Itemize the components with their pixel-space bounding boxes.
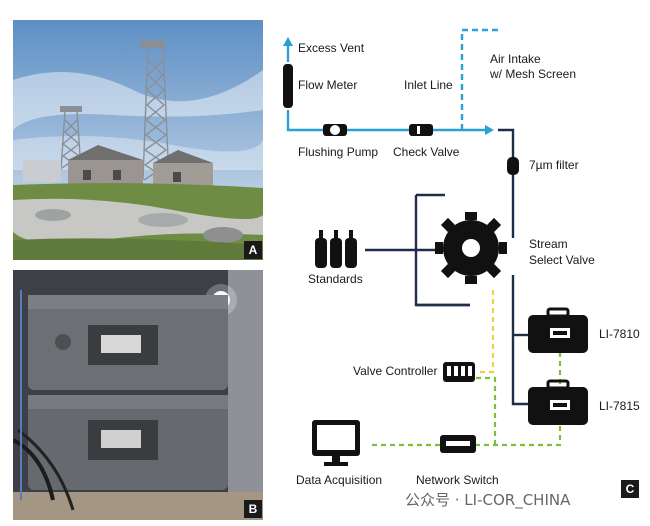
label-inlet-line: Inlet Line (404, 78, 453, 92)
flow-meter-icon (283, 64, 293, 108)
filter-icon (507, 157, 519, 175)
check-valve-icon (409, 124, 433, 136)
data-acquisition-monitor-icon (312, 420, 360, 466)
flushing-pump-icon (323, 124, 347, 136)
control-line (476, 290, 495, 374)
panel-label-b: B (244, 500, 262, 518)
label-check-valve: Check Valve (393, 145, 460, 159)
panel-label-c: C (621, 480, 639, 498)
label-excess-vent: Excess Vent (298, 41, 365, 55)
label-air-intake-2: w/ Mesh Screen (489, 67, 576, 81)
stream-select-valve-icon (435, 212, 507, 284)
panel-label-a: A (244, 241, 262, 259)
li7810-analyzer-icon (528, 307, 588, 353)
label-stream-1: Stream (529, 237, 568, 251)
label-air-intake-1: Air Intake (490, 52, 541, 66)
label-filter: 7µm filter (529, 158, 579, 172)
valve-controller-icon (443, 362, 475, 382)
photo-analyzer-cases (13, 270, 263, 520)
flow-arrow-head (485, 125, 494, 135)
label-li7810: LI-7810 (599, 327, 640, 341)
label-li7815: LI-7815 (599, 399, 640, 413)
photo-station-towers (13, 20, 263, 260)
label-flow-meter: Flow Meter (298, 78, 357, 92)
network-switch-icon (440, 435, 476, 453)
label-standards: Standards (308, 272, 363, 286)
standards-cylinders-icon (315, 230, 357, 268)
watermark: 公众号 · LI-COR_CHINA (405, 491, 571, 509)
label-network-switch: Network Switch (416, 473, 499, 487)
vent-arrow-head (283, 37, 293, 46)
li7815-analyzer-icon (528, 379, 588, 425)
label-stream-2: Select Valve (529, 253, 595, 267)
label-data-acquisition: Data Acquisition (296, 473, 382, 487)
label-flushing-pump: Flushing Pump (298, 145, 378, 159)
label-valve-controller: Valve Controller (353, 364, 437, 378)
